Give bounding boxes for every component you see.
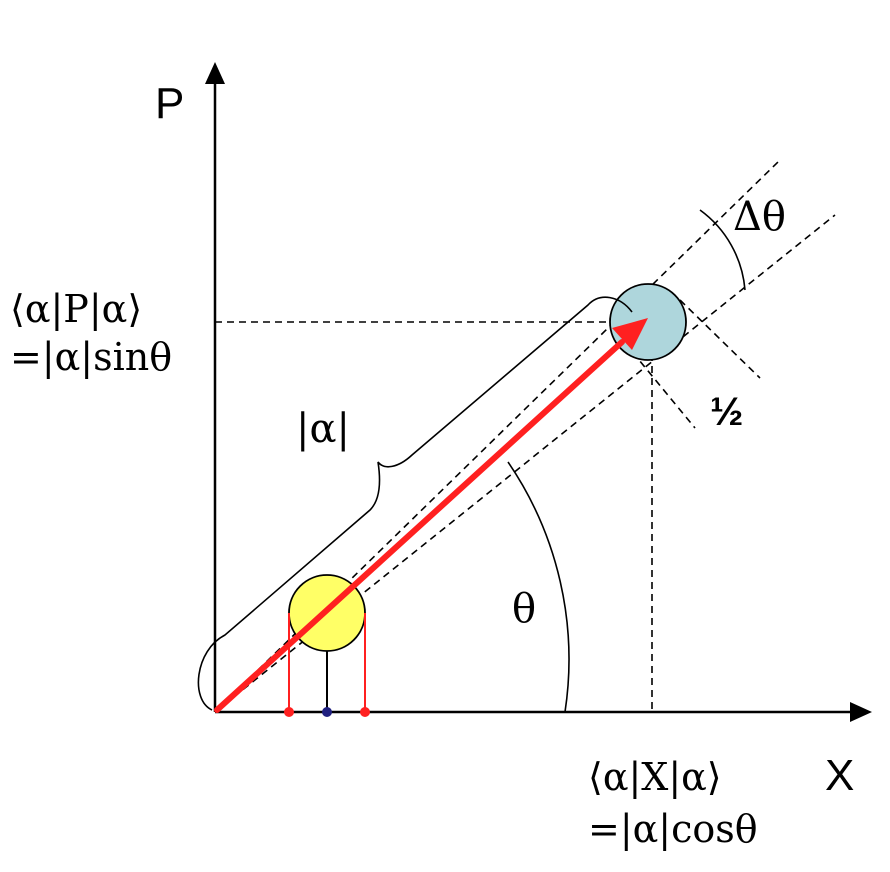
amplitude-label: |α| <box>296 406 350 452</box>
coherent-state-circle <box>609 283 687 361</box>
p-axis-label: P <box>155 79 184 128</box>
p-expectation-line1: ⟨α|P|α⟩ <box>10 287 142 331</box>
amplitude-brace <box>197 296 633 711</box>
state-vector-arrowhead-icon <box>612 318 648 350</box>
x-axis-label: X <box>825 751 854 800</box>
state-vector <box>214 339 625 713</box>
theta-label: θ <box>512 586 536 632</box>
half-label: ½ <box>710 390 743 434</box>
delta-theta-label: Δθ <box>733 194 786 240</box>
x-expectation-line1: ⟨α|X|α⟩ <box>588 755 722 799</box>
vacuum-right-dot <box>360 707 370 717</box>
p-expectation-line2: =|α|sinθ <box>10 335 172 379</box>
delta-theta-arc <box>699 209 746 291</box>
half-width-mark-upper <box>679 299 761 379</box>
x-expectation-line2: =|α|cosθ <box>588 807 758 851</box>
vacuum-left-dot <box>284 707 294 717</box>
theta-arc <box>507 461 570 713</box>
vacuum-center-dot <box>322 707 332 717</box>
x-axis-arrowhead-icon <box>850 702 872 722</box>
p-axis-arrowhead-icon <box>205 62 225 84</box>
